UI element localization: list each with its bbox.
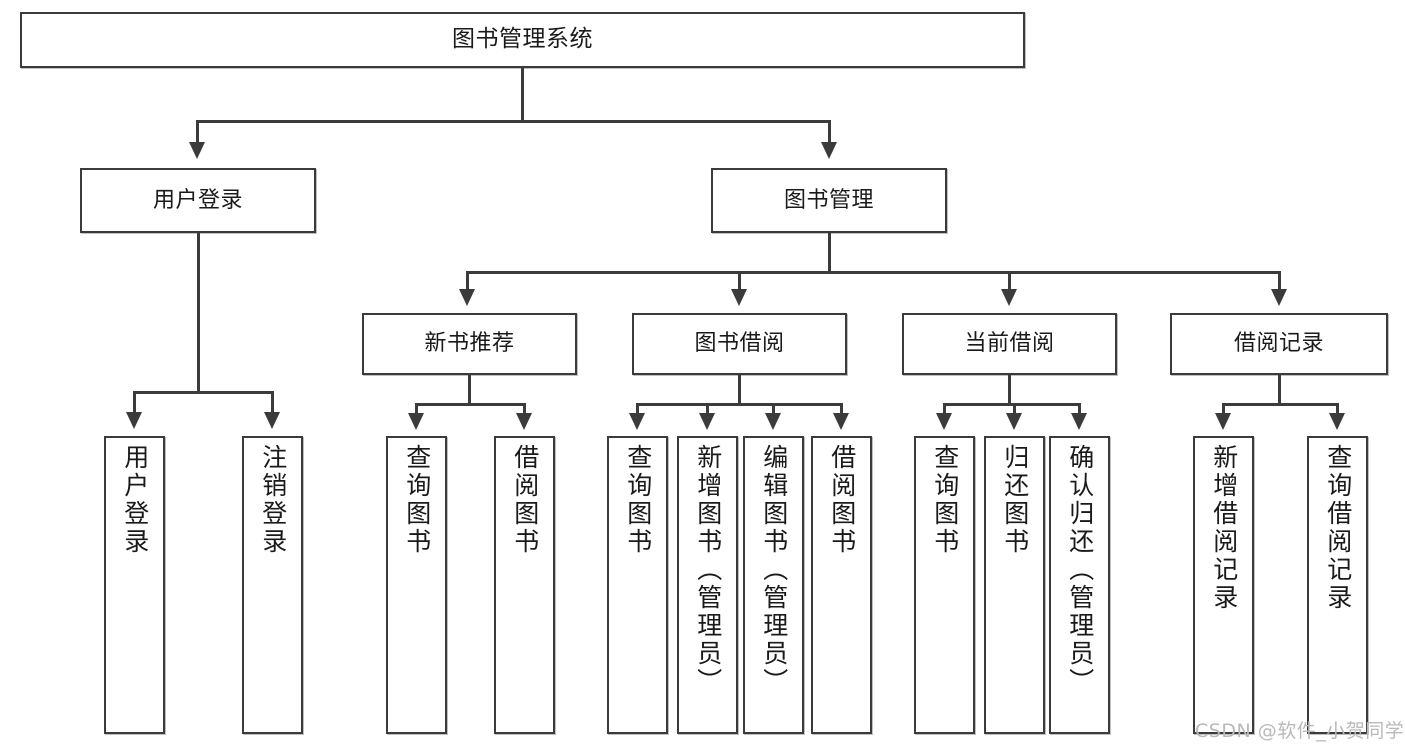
- arrow-to-leaf-confirm-return: [1071, 413, 1087, 430]
- edge-book-borrow-bus: [636, 403, 842, 406]
- arrow-to-leaf-query-book-a: [408, 413, 424, 430]
- arrow-to-book-borrow: [731, 289, 747, 306]
- leaf-confirm-return-admin[interactable]: 确认归还（管理员）: [1049, 436, 1110, 734]
- watermark: CSDN @软件_小贺同学: [1195, 720, 1405, 742]
- arrow-to-book-mgmt: [821, 142, 837, 159]
- leaf-add-book-admin[interactable]: 新增图书（管理员）: [677, 436, 738, 734]
- arrow-to-leaf-user-login: [126, 412, 142, 429]
- edge-root-to-user-login: [196, 120, 199, 147]
- edge-bus-to-book-borrow: [738, 271, 741, 293]
- arrow-to-leaf-query-book-b: [629, 413, 645, 430]
- node-book-management[interactable]: 图书管理: [711, 168, 947, 233]
- node-label: 新增图书（管理员）: [693, 444, 723, 696]
- edge-bus-to-borrow-record: [1278, 271, 1281, 293]
- node-label: 确认归还（管理员）: [1065, 444, 1095, 696]
- edge-current-borrow-to-return: [1013, 403, 1016, 417]
- leaf-query-borrow-record[interactable]: 查询借阅记录: [1307, 436, 1368, 734]
- node-user-login[interactable]: 用户登录: [80, 168, 316, 233]
- arrow-to-leaf-borrow-book-b: [833, 413, 849, 430]
- edge-current-borrow-to-confirm: [1078, 403, 1081, 417]
- leaf-add-borrow-record[interactable]: 新增借阅记录: [1193, 436, 1254, 734]
- node-label: 注销登录: [258, 444, 288, 556]
- edge-root-bus: [196, 120, 828, 123]
- node-new-book-recommend[interactable]: 新书推荐: [362, 313, 577, 375]
- leaf-borrow-book-recommend[interactable]: 借阅图书: [494, 436, 555, 734]
- node-label: 图书借阅: [694, 331, 785, 357]
- edge-book-borrow-stem: [738, 375, 741, 405]
- edge-book-borrow-to-add: [706, 403, 709, 417]
- edge-book-borrow-to-edit: [772, 403, 775, 417]
- arrow-to-leaf-query-record: [1329, 413, 1345, 430]
- node-label: 图书管理系统: [452, 26, 593, 53]
- arrow-to-user-login: [189, 142, 205, 159]
- node-book-borrow[interactable]: 图书借阅: [632, 313, 847, 375]
- arrow-to-borrow-record: [1271, 289, 1287, 306]
- node-label: 新增借阅记录: [1209, 444, 1239, 612]
- edge-root-to-book-mgmt: [828, 120, 831, 147]
- node-label: 编辑图书（管理员）: [759, 444, 789, 696]
- node-label: 当前借阅: [964, 331, 1055, 357]
- edge-book-borrow-to-borrow: [840, 403, 843, 417]
- arrow-to-new-book-recommend: [459, 289, 475, 306]
- arrow-to-leaf-add-book: [699, 413, 715, 430]
- arrow-to-leaf-borrow-book-a: [516, 413, 532, 430]
- edge-root-stem: [521, 68, 524, 122]
- arrow-to-leaf-add-record: [1215, 413, 1231, 430]
- node-borrow-record[interactable]: 借阅记录: [1170, 313, 1388, 375]
- leaf-logout[interactable]: 注销登录: [242, 436, 303, 734]
- edge-borrow-record-stem: [1278, 375, 1281, 405]
- node-root-system[interactable]: 图书管理系统: [20, 12, 1025, 68]
- leaf-return-book[interactable]: 归还图书: [984, 436, 1045, 734]
- edge-user-login-to-logout: [271, 391, 274, 416]
- edge-new-book-to-borrow: [523, 403, 526, 417]
- arrow-to-leaf-logout: [264, 412, 280, 429]
- edge-book-mgmt-stem: [828, 233, 831, 273]
- node-label: 新书推荐: [424, 331, 515, 357]
- arrow-to-leaf-query-book-c: [936, 413, 952, 430]
- node-label: 借阅图书: [827, 444, 857, 556]
- arrow-to-leaf-return-book: [1006, 413, 1022, 430]
- edge-user-login-stem: [197, 233, 200, 393]
- node-label: 查询图书: [930, 444, 960, 556]
- node-label: 查询图书: [402, 444, 432, 556]
- edge-new-book-to-query: [415, 403, 418, 417]
- edge-bus-to-current-borrow: [1008, 271, 1011, 293]
- leaf-query-book-recommend[interactable]: 查询图书: [386, 436, 447, 734]
- node-label: 用户登录: [120, 444, 150, 556]
- leaf-query-book-current[interactable]: 查询图书: [914, 436, 975, 734]
- leaf-query-book-borrow[interactable]: 查询图书: [607, 436, 668, 734]
- edge-current-borrow-stem: [1008, 375, 1011, 405]
- arrow-to-current-borrow: [1001, 289, 1017, 306]
- edge-new-book-stem: [468, 375, 471, 405]
- leaf-edit-book-admin[interactable]: 编辑图书（管理员）: [743, 436, 804, 734]
- edge-borrow-record-to-query: [1336, 403, 1339, 417]
- node-label: 图书管理: [783, 187, 874, 213]
- edge-book-mgmt-bus: [466, 271, 1278, 274]
- leaf-borrow-book[interactable]: 借阅图书: [811, 436, 872, 734]
- node-label: 归还图书: [1000, 444, 1030, 556]
- node-current-borrow[interactable]: 当前借阅: [902, 313, 1117, 375]
- edge-current-borrow-bus: [943, 403, 1080, 406]
- edge-bus-to-new-book: [466, 271, 469, 293]
- node-label: 查询借阅记录: [1323, 444, 1353, 612]
- edge-user-login-bus: [133, 391, 273, 394]
- node-label: 借阅记录: [1233, 331, 1324, 357]
- edge-book-borrow-to-query: [636, 403, 639, 417]
- node-label: 借阅图书: [510, 444, 540, 556]
- leaf-user-login[interactable]: 用户登录: [104, 436, 165, 734]
- edge-borrow-record-to-add: [1222, 403, 1225, 417]
- edge-current-borrow-to-query: [943, 403, 946, 417]
- arrow-to-leaf-edit-book: [765, 413, 781, 430]
- node-label: 用户登录: [152, 187, 243, 213]
- edge-borrow-record-bus: [1222, 403, 1338, 406]
- edge-new-book-bus: [415, 403, 525, 406]
- edge-user-login-to-login: [133, 391, 136, 416]
- node-label: 查询图书: [623, 444, 653, 556]
